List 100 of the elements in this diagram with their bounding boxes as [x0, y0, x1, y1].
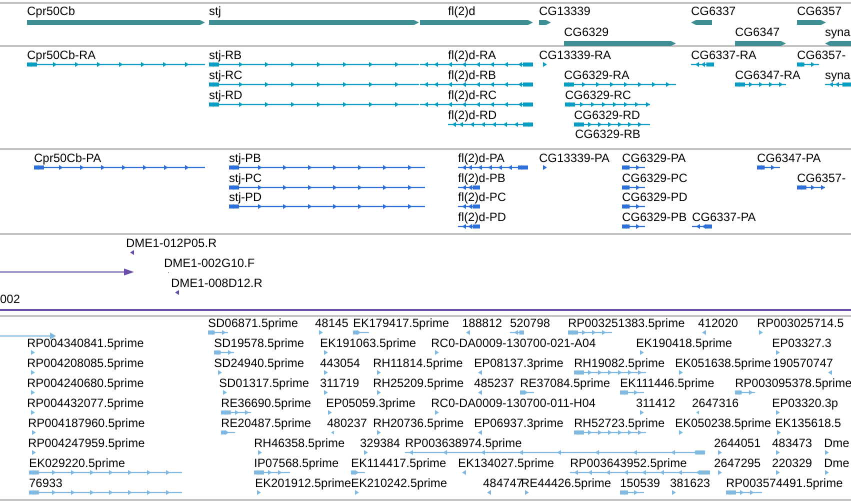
feature-label: 2647316: [692, 397, 739, 410]
feature-label: IP07568.5prime: [254, 457, 339, 470]
feature-label: RH25209.5prime: [373, 377, 464, 390]
feature-label: stj: [209, 5, 221, 18]
feature-label: 190570747: [773, 357, 834, 370]
feature-label: RP003643952.5prime: [570, 457, 687, 470]
feature-label: EK051638.5prime: [675, 357, 772, 370]
feature-label: EK029220.5prime: [29, 457, 126, 470]
feature-label: CG6329-PB: [622, 211, 687, 224]
feature-label: EK179417.5prime: [353, 317, 450, 330]
feature-label: CG13339-PA: [539, 152, 610, 165]
feature-label: RP004340841.5prime: [27, 337, 144, 350]
feature-label: 329384: [360, 437, 400, 450]
feature-label: fl(2)d-RC: [448, 89, 497, 102]
feature-label: SD06871.5prime: [208, 317, 298, 330]
feature-label: RH46358.5prime: [254, 437, 345, 450]
feature-label: CG6337-PA: [692, 211, 756, 224]
feature-label: CG6347-PA: [757, 152, 821, 165]
feature-label: EK191063.5prime: [320, 337, 416, 350]
feature-label: 2644051: [714, 437, 761, 450]
feature-label: EP03327.3: [772, 337, 832, 350]
feature-label: 002: [0, 293, 20, 306]
feature-label: CG6329-RD: [574, 109, 640, 122]
feature-label: stj-PD: [229, 191, 262, 204]
feature-label: EP05059.3prime: [326, 397, 416, 410]
feature-label: 311412: [636, 397, 676, 410]
feature-label: RH19082.5prime: [574, 357, 665, 370]
feature-label: 483473: [772, 437, 812, 450]
feature-label: fl(2)d-PA: [458, 152, 504, 165]
feature-label: 412020: [698, 317, 738, 330]
feature-label: 520798: [510, 317, 550, 330]
feature-label: Cpr50Cb: [27, 5, 76, 18]
feature-label: syna: [825, 26, 850, 39]
feature-label: fl(2)d-PD: [458, 211, 506, 224]
feature-label: stj-RC: [209, 69, 242, 82]
feature-label: RE36690.5prime: [221, 397, 312, 410]
feature-label: RP004208085.5prime: [27, 357, 144, 370]
feature-label: RP003095378.5prime: [735, 377, 851, 390]
feature-label: 188812: [462, 317, 502, 330]
feature-label: RP003574491.5prime: [726, 477, 843, 490]
feature-label: CG6347-RA: [735, 69, 800, 82]
feature-label: RP003025714.5: [757, 317, 844, 330]
feature-label: CG6329: [564, 26, 609, 39]
feature-label: RC0-DA0009-130700-021-A04: [431, 337, 596, 350]
feature-label: CG6347: [735, 26, 780, 39]
feature-label: RH20736.5prime: [373, 417, 464, 430]
feature-label: 381623: [670, 477, 710, 490]
feature-label: stj-PB: [229, 152, 262, 165]
feature-label: EK201912.5prime: [255, 477, 352, 490]
feature-label: 484747: [483, 477, 524, 490]
feature-label: fl(2)d-RB: [448, 69, 496, 82]
feature-label: syna: [825, 69, 850, 82]
feature-label: CG6329-PA: [622, 152, 686, 165]
feature-label: CG6357: [797, 5, 842, 18]
feature-label: EP06937.3prime: [474, 417, 564, 430]
feature-label: CG6357-: [797, 49, 846, 62]
feature-label: RE44426.5prime: [521, 477, 612, 490]
feature-label: RH52723.5prime: [574, 417, 665, 430]
feature-label: 443054: [320, 357, 360, 370]
feature-label: EK050238.5prime: [675, 417, 772, 430]
feature-label: fl(2)d-RA: [448, 49, 496, 62]
feature-label: CG13339-RA: [539, 49, 612, 62]
feature-label: CG6357-: [797, 172, 846, 185]
feature-label: CG6329-PC: [622, 172, 688, 185]
feature-label: EK190418.5prime: [636, 337, 732, 350]
feature-label: 311719: [320, 377, 360, 390]
feature-label: 48145: [315, 317, 348, 330]
feature-label: DME1-002G10.F: [164, 257, 255, 270]
feature-label: RC0-DA0009-130700-011-H04: [431, 397, 596, 410]
feature-label: stj-PC: [229, 172, 262, 185]
feature-label: 76933: [29, 477, 62, 490]
feature-label: RH11814.5prime: [373, 357, 463, 370]
feature-label: RP003251383.5prime: [568, 317, 685, 330]
feature-label: Dme: [824, 437, 850, 450]
feature-label: EK111446.5prime: [620, 377, 714, 390]
feature-label: 480237: [327, 417, 368, 430]
feature-label: EK134027.5prime: [458, 457, 554, 470]
feature-label: RE37084.5prime: [520, 377, 610, 390]
feature-label: RP004187960.5prime: [28, 417, 145, 430]
feature-label: CG6337-RA: [691, 49, 756, 62]
feature-label: RP004432077.5prime: [27, 397, 144, 410]
feature-label: SD19578.5prime: [214, 337, 304, 350]
feature-label: CG13339: [539, 5, 590, 18]
feature-label: fl(2)d-PB: [458, 172, 506, 185]
feature-label: DME1-012P05.R: [126, 237, 217, 250]
feature-label: EK210242.5prime: [351, 477, 448, 490]
feature-label: stj-RB: [209, 49, 242, 62]
feature-label: CG6329-RA: [564, 69, 630, 82]
feature-label: fl(2)d-RD: [448, 109, 497, 122]
feature-label: EP03320.3p: [772, 397, 838, 410]
feature-label: stj-RD: [209, 89, 242, 102]
feature-label: CG6329-RB: [575, 128, 640, 141]
feature-label: Cpr50Cb-RA: [27, 49, 96, 62]
feature-label: EK114417.5prime: [351, 457, 446, 470]
feature-label: DME1-008D12.R: [171, 277, 262, 290]
feature-label: CG6329-RC: [565, 89, 632, 102]
feature-label: fl(2)d: [448, 5, 476, 18]
feature-label: EP08137.3prime: [474, 357, 564, 370]
feature-label: RP004247959.5prime: [28, 437, 145, 450]
feature-label: RE20487.5prime: [221, 417, 312, 430]
